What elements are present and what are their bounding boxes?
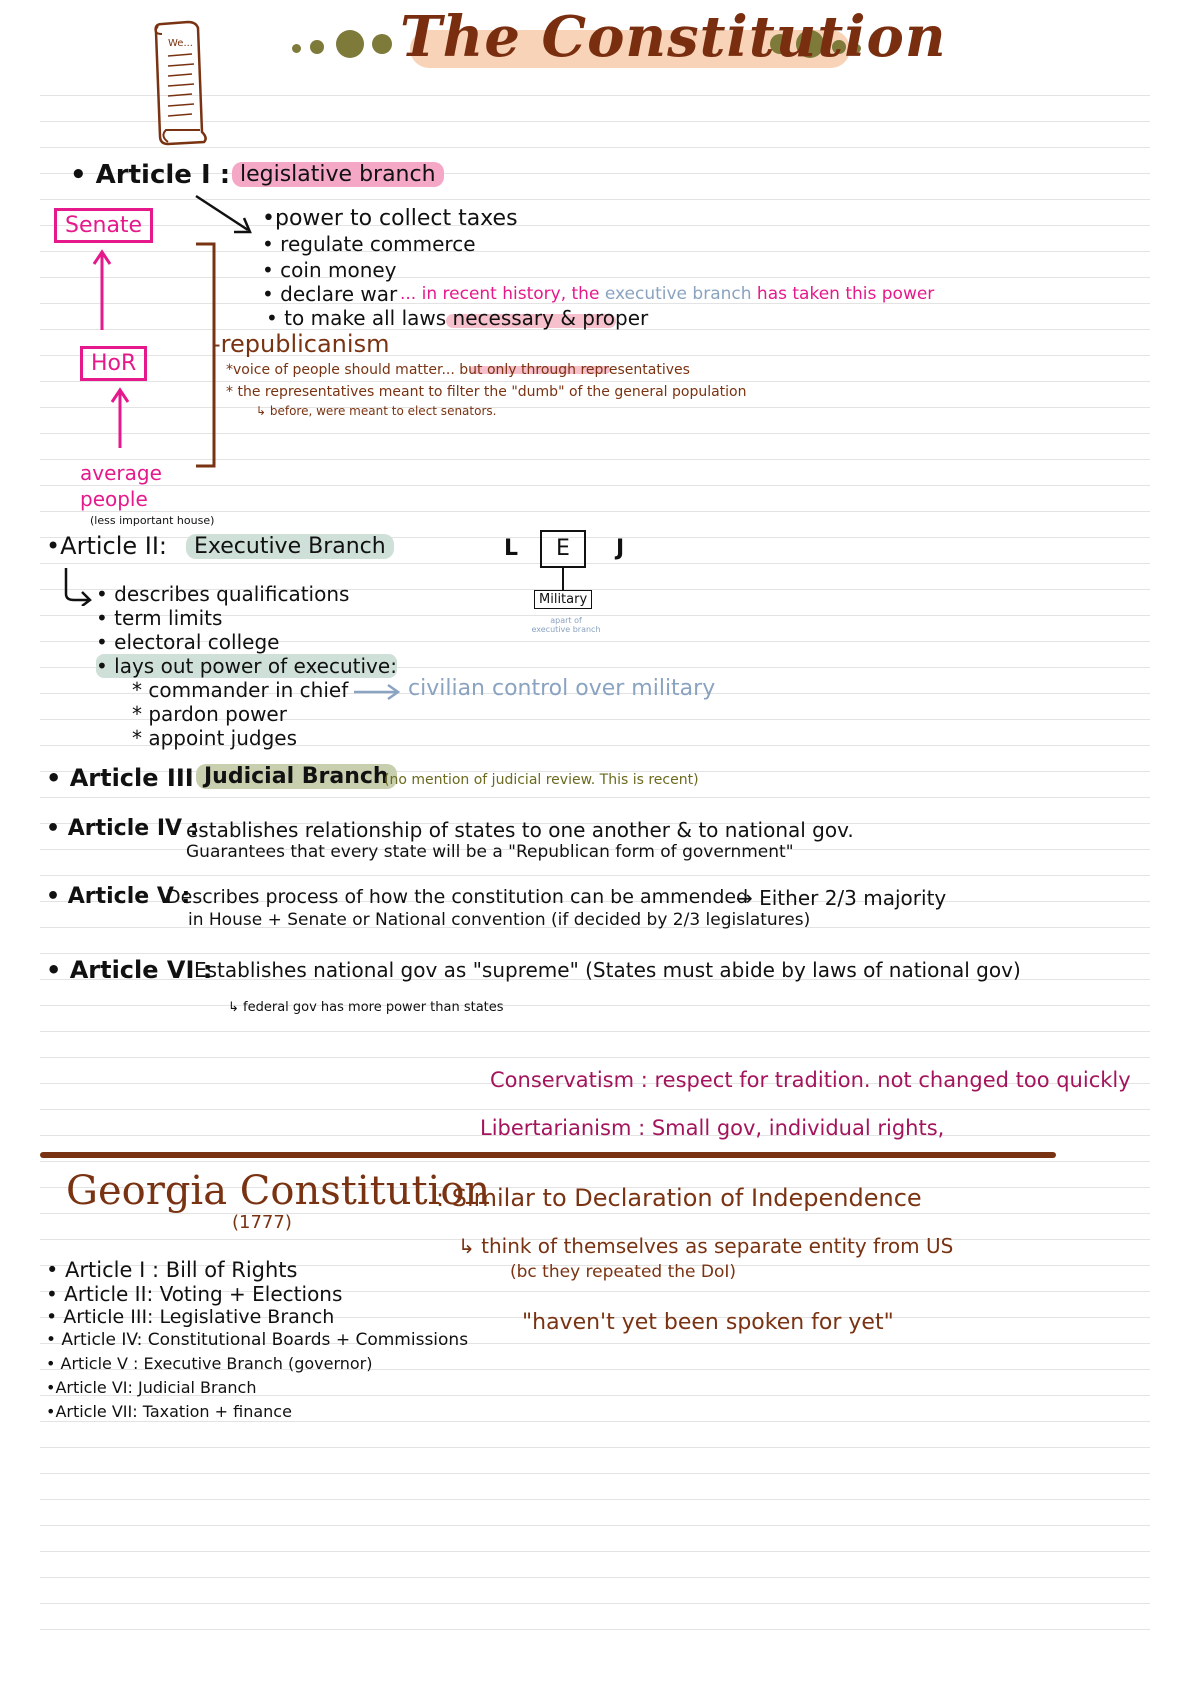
scroll-icon: We...	[154, 20, 207, 146]
article4-line: establishes relationship of states to on…	[186, 818, 854, 842]
power-item: •power to collect taxes	[262, 206, 518, 231]
senate-box: Senate	[54, 208, 154, 243]
rep-note: *voice of people should matter... but on…	[226, 362, 690, 378]
article2-subitem: * commander in chief	[132, 678, 349, 702]
article1-header: • Article I :	[70, 160, 231, 190]
hor-box: HoR	[80, 346, 148, 381]
ruled-lines	[40, 70, 1150, 1650]
power-item: • declare war	[262, 282, 398, 306]
svg-text:We...: We...	[168, 38, 193, 49]
georgia-article: • Article IV: Constitutional Boards + Co…	[46, 1330, 469, 1350]
lej-e: E	[556, 536, 570, 561]
article5-arrow: → Either 2/3 majority	[736, 886, 947, 910]
article3-branch-wrap: Judicial Branch	[196, 764, 397, 789]
title-dot	[832, 40, 846, 54]
less-important-note: (less important house)	[90, 514, 215, 527]
article2-item: • term limits	[96, 606, 223, 630]
article3-branch: Judicial Branch	[196, 764, 397, 789]
georgia-quote: "haven't yet been spoken for yet"	[522, 1310, 894, 1335]
article3-note: (no mention of judicial review. This is …	[384, 772, 699, 788]
lej-connector	[562, 568, 564, 590]
title-dot	[852, 44, 861, 53]
conservatism-def: Conservatism : respect for tradition. no…	[490, 1068, 1131, 1092]
military-note: apart of executive branch	[531, 616, 601, 634]
article4-line: Guarantees that every state will be a "R…	[186, 842, 794, 862]
article4-header: • Article IV :	[46, 816, 199, 841]
georgia-note: (bc they repeated the DoI)	[510, 1262, 737, 1282]
article6-line: ↳ federal gov has more power than states	[228, 1000, 504, 1015]
article1-branch: legislative branch	[232, 162, 444, 187]
title-dot	[796, 30, 824, 58]
article6-header: • Article VI :	[46, 956, 213, 984]
connector-arrows	[92, 194, 252, 468]
power-item: • to make all laws necessary & proper	[262, 306, 652, 330]
article2-item: • electoral college	[96, 630, 280, 654]
georgia-year: (1777)	[232, 1212, 292, 1233]
article3-header: • Article III :	[46, 764, 212, 792]
article2-subitem: * pardon power	[132, 702, 287, 726]
section-divider	[40, 1152, 1056, 1158]
georgia-similar: : Similar to Declaration of Independence	[436, 1184, 922, 1212]
article2-item: • describes qualifications	[96, 582, 350, 606]
rep-note: * the representatives meant to filter th…	[226, 384, 747, 400]
article2-subitem: * appoint judges	[132, 726, 298, 750]
georgia-article: • Article II: Voting + Elections	[46, 1282, 343, 1306]
article5-line: in House + Senate or National convention…	[188, 910, 811, 930]
title-dot	[336, 30, 364, 58]
title-dot	[310, 40, 324, 54]
lej-j: J	[616, 536, 625, 561]
georgia-article: • Article III: Legislative Branch	[46, 1306, 335, 1328]
war-note: ... in recent history, the executive bra…	[400, 284, 935, 304]
article2-header: •Article II:	[46, 532, 168, 560]
arrow-right-icon	[354, 683, 401, 701]
title-dot	[372, 34, 392, 54]
lej-l: L	[504, 536, 519, 561]
article2-item: • lays out power of executive:	[96, 654, 397, 678]
article6-line: Establishes national gov as "supreme" (S…	[194, 958, 1021, 982]
title-dot	[770, 34, 790, 54]
georgia-article: • Article V : Executive Branch (governor…	[46, 1354, 373, 1373]
average-people: average people	[80, 461, 162, 511]
article1-branch-wrap: legislative branch	[232, 162, 444, 187]
georgia-article: •Article VII: Taxation + finance	[46, 1402, 292, 1421]
georgia-article: •Article VI: Judicial Branch	[46, 1378, 257, 1397]
power-item: • coin money	[262, 258, 397, 282]
article2-branch-wrap: Executive Branch	[186, 534, 394, 559]
libertarianism-def: Libertarianism : Small gov, individual r…	[480, 1116, 945, 1140]
power-item: • regulate commerce	[262, 232, 476, 256]
curve-arrow-icon	[64, 568, 92, 606]
article2-branch: Executive Branch	[186, 534, 394, 559]
rep-note: ↳ before, were meant to elect senators.	[256, 404, 497, 418]
civilian-control: civilian control over military	[408, 676, 716, 701]
georgia-article: • Article I : Bill of Rights	[46, 1258, 298, 1282]
article5-header: • Article V :	[46, 884, 191, 909]
republicanism: -republicanism	[212, 330, 390, 358]
georgia-title: Georgia Constitution	[66, 1168, 491, 1214]
necessary-proper: • to make all laws necessary & proper	[266, 306, 649, 330]
military-box: Military	[534, 590, 593, 609]
article5-line: Describes process of how the constitutio…	[166, 886, 749, 908]
lej-e-box: E	[540, 530, 586, 568]
georgia-note: ↳ think of themselves as separate entity…	[458, 1234, 954, 1258]
page-title: The Constitution	[400, 4, 947, 70]
title-dot	[292, 44, 301, 53]
